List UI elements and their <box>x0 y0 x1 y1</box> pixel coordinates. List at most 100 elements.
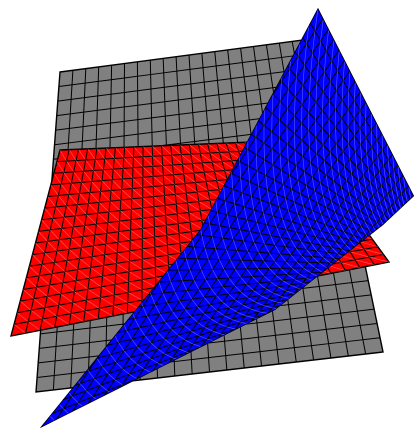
plane-blue-cell-diagonal <box>247 251 253 261</box>
plane-red-cell-diagonal <box>162 165 174 175</box>
plane-blue-cell-diagonal <box>211 236 216 249</box>
plane-blue-cell-diagonal <box>167 302 173 312</box>
plane-blue-cell-diagonal <box>260 295 269 300</box>
plane-blue-cell-diagonal <box>243 240 249 252</box>
plane-blue-cell-diagonal <box>318 40 321 63</box>
plane-blue-cell-diagonal <box>287 68 291 90</box>
plane-blue-cell-diagonal <box>383 165 386 181</box>
plane-blue-cell-diagonal <box>277 286 286 291</box>
plane-blue-cell-diagonal <box>260 199 264 213</box>
plane-red-cell-diagonal <box>165 215 179 224</box>
plane-blue-cell-diagonal <box>276 227 281 238</box>
plane-blue-cell-diagonal <box>201 235 206 248</box>
plane-red-cell-diagonal <box>132 167 144 178</box>
plane-red-cell-diagonal <box>128 281 143 291</box>
plane-red-cell-diagonal <box>170 145 182 155</box>
plane-blue-cell-diagonal <box>318 262 327 268</box>
plane-blue-cell-diagonal <box>325 174 329 189</box>
plane-red-cell-diagonal <box>117 241 130 252</box>
plane-red-cell-diagonal <box>214 171 228 180</box>
plane-blue-cell-diagonal <box>278 206 283 219</box>
plane-red-cell-diagonal <box>141 279 157 288</box>
plane-red-cell-diagonal <box>66 205 76 217</box>
plane-red-cell-diagonal <box>77 204 87 215</box>
plane-red-cell-diagonal <box>177 213 191 223</box>
plane-blue-cell-diagonal <box>223 185 226 201</box>
plane-red-cell-diagonal <box>209 152 223 162</box>
plane-blue-cell-diagonal <box>337 49 340 71</box>
plane-blue-cell-diagonal <box>348 70 351 91</box>
plane-blue-cell-diagonal <box>198 335 208 340</box>
plane-blue-cell-diagonal <box>166 270 171 282</box>
plane-blue-cell-diagonal <box>329 233 336 243</box>
plane-blue-cell-diagonal <box>381 185 385 199</box>
plane-red-cell-diagonal <box>152 166 164 176</box>
plane-blue-cell-diagonal <box>134 318 140 328</box>
plane-blue-cell-diagonal <box>335 70 338 91</box>
plane-red-cell-diagonal <box>98 202 110 213</box>
plane-blue-cell-diagonal <box>137 346 144 354</box>
plane-blue-cell-diagonal <box>291 221 297 233</box>
plane-blue-cell-diagonal <box>191 299 198 308</box>
plane-blue-cell-diagonal <box>309 73 311 94</box>
plane-red-cell-diagonal <box>131 209 143 219</box>
plane-red-cell-diagonal <box>129 250 143 260</box>
plane-blue-cell-diagonal <box>301 140 304 157</box>
plane-red-cell-diagonal <box>38 231 48 242</box>
plane-blue-cell-diagonal <box>364 221 370 231</box>
plane-red-cell-diagonal <box>163 175 175 185</box>
plane-blue-cell-diagonal <box>204 327 213 332</box>
plane-blue-cell-diagonal <box>170 281 176 292</box>
plane-blue-cell-diagonal <box>351 173 355 188</box>
plane-blue-cell-diagonal <box>346 180 350 194</box>
plane-blue-cell-diagonal <box>184 325 192 332</box>
plane-blue-cell-diagonal <box>309 146 311 163</box>
plane-blue-cell-diagonal <box>361 193 366 207</box>
plane-blue-cell-diagonal <box>242 304 251 310</box>
plane-red-cell-diagonal <box>369 256 390 263</box>
plane-blue-cell-diagonal <box>185 258 191 270</box>
plane-blue-cell-diagonal <box>216 212 220 226</box>
plane-blue-cell-diagonal <box>314 267 323 273</box>
plane-blue-cell-diagonal <box>210 287 217 296</box>
plane-red-cell-diagonal <box>152 176 165 186</box>
plane-blue-cell-diagonal <box>280 237 286 247</box>
plane-blue-cell-diagonal <box>360 144 363 161</box>
plane-blue-cell-diagonal <box>212 269 218 279</box>
plane-blue-cell-diagonal <box>279 101 281 121</box>
plane-red-cell-diagonal <box>166 224 180 234</box>
plane-red-cell-diagonal <box>142 248 156 258</box>
plane-blue-grid-line <box>152 256 353 265</box>
plane-blue-cell-diagonal <box>320 182 324 196</box>
plane-red-cell-diagonal <box>152 145 163 156</box>
plane-blue-cell-diagonal <box>181 280 188 291</box>
plane-red-cell-diagonal <box>60 293 73 303</box>
plane-blue-cell-diagonal <box>315 82 318 103</box>
plane-red-cell-diagonal <box>103 265 116 275</box>
plane-blue-cell-diagonal <box>301 224 307 235</box>
plane-red-cell-diagonal <box>133 146 144 157</box>
plane-blue-cell-diagonal <box>198 289 205 298</box>
plane-blue-cell-diagonal <box>372 195 377 208</box>
plane-blue-cell-diagonal <box>320 18 324 41</box>
plane-red-cell-diagonal <box>221 161 236 170</box>
plane-blue-cell-diagonal <box>253 209 258 223</box>
plane-blue-cell-diagonal <box>146 315 153 325</box>
plane-red-cell-diagonal <box>79 193 89 204</box>
plane-blue-cell-diagonal <box>223 269 230 279</box>
plane-blue-cell-diagonal <box>118 342 125 351</box>
plane-blue-cell-diagonal <box>371 130 373 147</box>
plane-blue-cell-diagonal <box>205 279 211 289</box>
plane-blue-cell-diagonal <box>349 159 352 174</box>
plane-blue-cell-diagonal <box>280 170 284 185</box>
plane-blue-cell-diagonal <box>385 180 389 194</box>
plane-red-cell-diagonal <box>164 205 178 215</box>
plane-blue-grid-line <box>213 165 376 240</box>
plane-blue-cell-diagonal <box>347 226 354 236</box>
plane-red-cell-diagonal <box>122 168 133 179</box>
plane-red-cell-diagonal <box>175 194 188 203</box>
plane-red-cell-diagonal <box>142 258 156 268</box>
plane-red-cell-diagonal <box>200 153 213 163</box>
plane-red-cell-diagonal <box>110 190 122 201</box>
